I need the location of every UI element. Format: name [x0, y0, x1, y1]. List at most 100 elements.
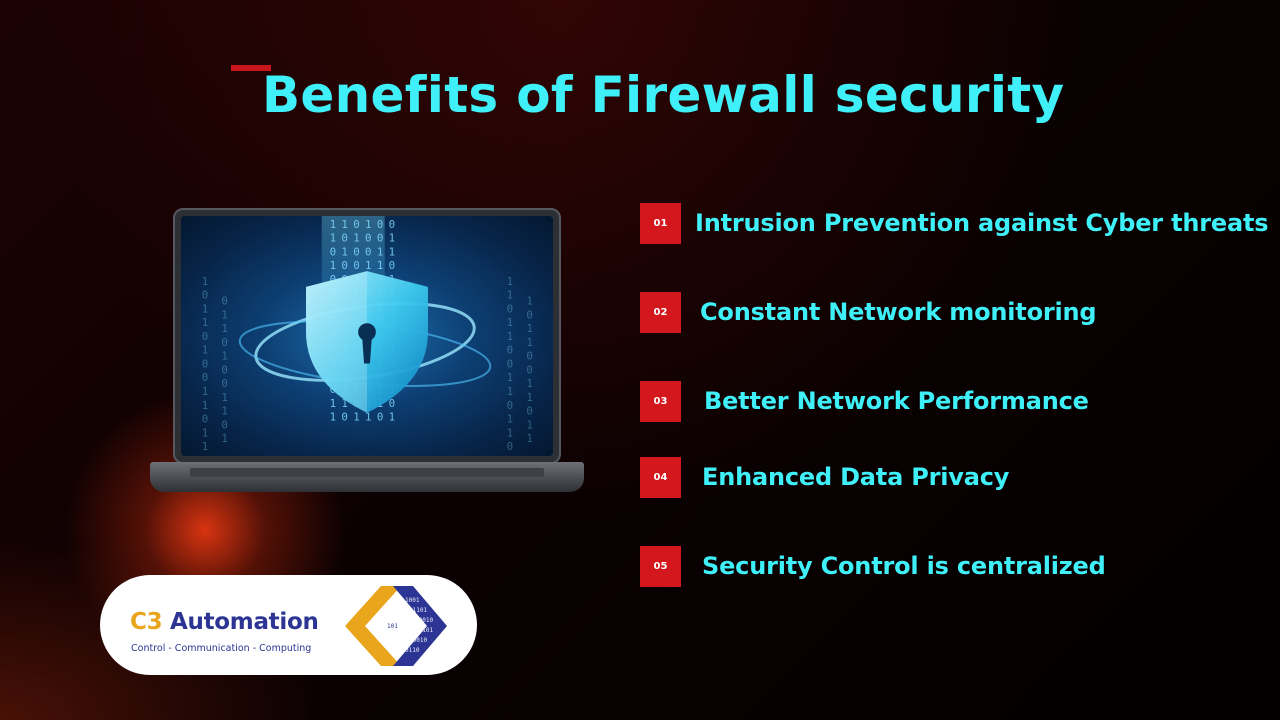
title-accent-bar	[231, 65, 271, 71]
binary-digit: 0	[507, 302, 514, 315]
binary-digit: 1	[341, 218, 348, 231]
laptop-illustration: 1011010011011011010011011101001101100111…	[150, 208, 584, 496]
benefit-label: Intrusion Prevention against Cyber threa…	[695, 209, 1269, 237]
number-badge: 01	[640, 202, 681, 244]
number-badge: 05	[640, 545, 681, 587]
binary-digit: 0	[221, 418, 228, 431]
binary-digit: 1	[507, 426, 514, 439]
logo-name: Automation	[170, 609, 319, 635]
number-badge: 02	[640, 291, 681, 333]
binary-digit: 0	[507, 399, 514, 412]
svg-text:101: 101	[387, 623, 398, 630]
binary-digit: 1	[507, 371, 514, 384]
binary-digit: 0	[507, 440, 514, 453]
binary-digit: 1	[507, 289, 514, 302]
binary-digit: 0	[202, 371, 209, 384]
binary-digit: 0	[389, 218, 396, 231]
binary-digit: 0	[221, 336, 228, 349]
binary-digit: 0	[377, 232, 384, 245]
binary-digit: 1	[221, 432, 228, 445]
binary-digit: 1	[202, 344, 209, 357]
binary-digit: 1	[330, 232, 337, 245]
benefit-label: Better Network Performance	[704, 387, 1089, 415]
logo-tagline: Control - Communication - Computing	[131, 643, 312, 654]
binary-digit: 0	[341, 411, 348, 424]
binary-digit: 1	[202, 399, 209, 412]
binary-digit: 1	[365, 411, 372, 424]
binary-digit: 1	[221, 405, 228, 418]
list-item: 01 Intrusion Prevention against Cyber th…	[640, 202, 1269, 244]
binary-digit: 0	[221, 363, 228, 376]
binary-digit: 1	[389, 245, 396, 258]
benefit-label: Enhanced Data Privacy	[702, 463, 1010, 491]
binary-digit: 0	[330, 273, 337, 286]
binary-digit: 1	[526, 336, 533, 349]
binary-digit: 1	[341, 245, 348, 258]
binary-digit: 0	[221, 295, 228, 308]
list-item: 02 Constant Network monitoring	[640, 291, 1097, 333]
binary-digit: 0	[353, 259, 360, 272]
laptop-base	[150, 462, 584, 492]
binary-digit: 0	[526, 308, 533, 321]
binary-digit: 1	[507, 316, 514, 329]
binary-digit: 0	[526, 405, 533, 418]
binary-digit: 1	[507, 275, 514, 288]
binary-digit: 1	[330, 218, 337, 231]
binary-digit: 1	[202, 302, 209, 315]
binary-digit: 1	[377, 259, 384, 272]
binary-digit: 1	[221, 322, 228, 335]
svg-text:1001: 1001	[405, 597, 420, 604]
binary-digit: 0	[377, 218, 384, 231]
binary-digit: 1	[221, 350, 228, 363]
binary-digit: 0	[353, 218, 360, 231]
list-item: 04 Enhanced Data Privacy	[640, 456, 1009, 498]
binary-digit: 1	[330, 397, 337, 410]
list-item: 03 Better Network Performance	[640, 380, 1089, 422]
binary-digit: 0	[202, 357, 209, 370]
binary-digit: 1	[202, 275, 209, 288]
binary-digit: 1	[202, 426, 209, 439]
binary-digit: 0	[389, 397, 396, 410]
binary-digit: 1	[389, 232, 396, 245]
svg-text:10010: 10010	[415, 617, 433, 624]
page-title: Benefits of Firewall security	[262, 66, 1065, 124]
binary-digit: 0	[202, 413, 209, 426]
logo-arrow-icon: 1001 01101 10010 01101 10010 0110 101	[345, 586, 447, 666]
benefit-label: Security Control is centralized	[702, 552, 1106, 580]
benefit-label: Constant Network monitoring	[700, 298, 1097, 326]
binary-digit: 1	[507, 330, 514, 343]
binary-digit: 1	[526, 418, 533, 431]
binary-digit: 1	[507, 385, 514, 398]
logo-prefix: C3	[130, 609, 163, 635]
binary-digit: 0	[341, 259, 348, 272]
laptop-screen-frame: 1011010011011011010011011101001101100111…	[173, 208, 561, 464]
binary-digit: 1	[341, 397, 348, 410]
binary-digit: 1	[365, 218, 372, 231]
binary-digit: 1	[526, 391, 533, 404]
binary-digit: 0	[389, 259, 396, 272]
binary-digit: 1	[221, 308, 228, 321]
svg-text:0110: 0110	[405, 647, 420, 654]
logo-wordmark: C3 Automation	[130, 609, 319, 635]
binary-digit: 1	[377, 245, 384, 258]
binary-digit: 0	[526, 363, 533, 376]
binary-digit: 1	[526, 432, 533, 445]
svg-text:10010: 10010	[409, 637, 427, 644]
binary-digit: 0	[526, 350, 533, 363]
binary-digit: 0	[202, 330, 209, 343]
company-logo: C3 Automation Control - Communication - …	[100, 575, 477, 675]
binary-digit: 1	[330, 411, 337, 424]
security-shield-graphic: 1011010011011011010011011101001101100111…	[202, 216, 533, 453]
binary-digit: 1	[353, 232, 360, 245]
number-badge: 04	[640, 456, 681, 498]
binary-digit: 1	[526, 322, 533, 335]
binary-digit: 0	[365, 232, 372, 245]
binary-digit: 1	[202, 440, 209, 453]
binary-digit: 0	[377, 411, 384, 424]
binary-digit: 0	[353, 245, 360, 258]
list-item: 05 Security Control is centralized	[640, 545, 1106, 587]
binary-digit: 0	[507, 357, 514, 370]
binary-digit: 1	[353, 411, 360, 424]
binary-digit: 0	[341, 232, 348, 245]
binary-digit: 1	[507, 413, 514, 426]
